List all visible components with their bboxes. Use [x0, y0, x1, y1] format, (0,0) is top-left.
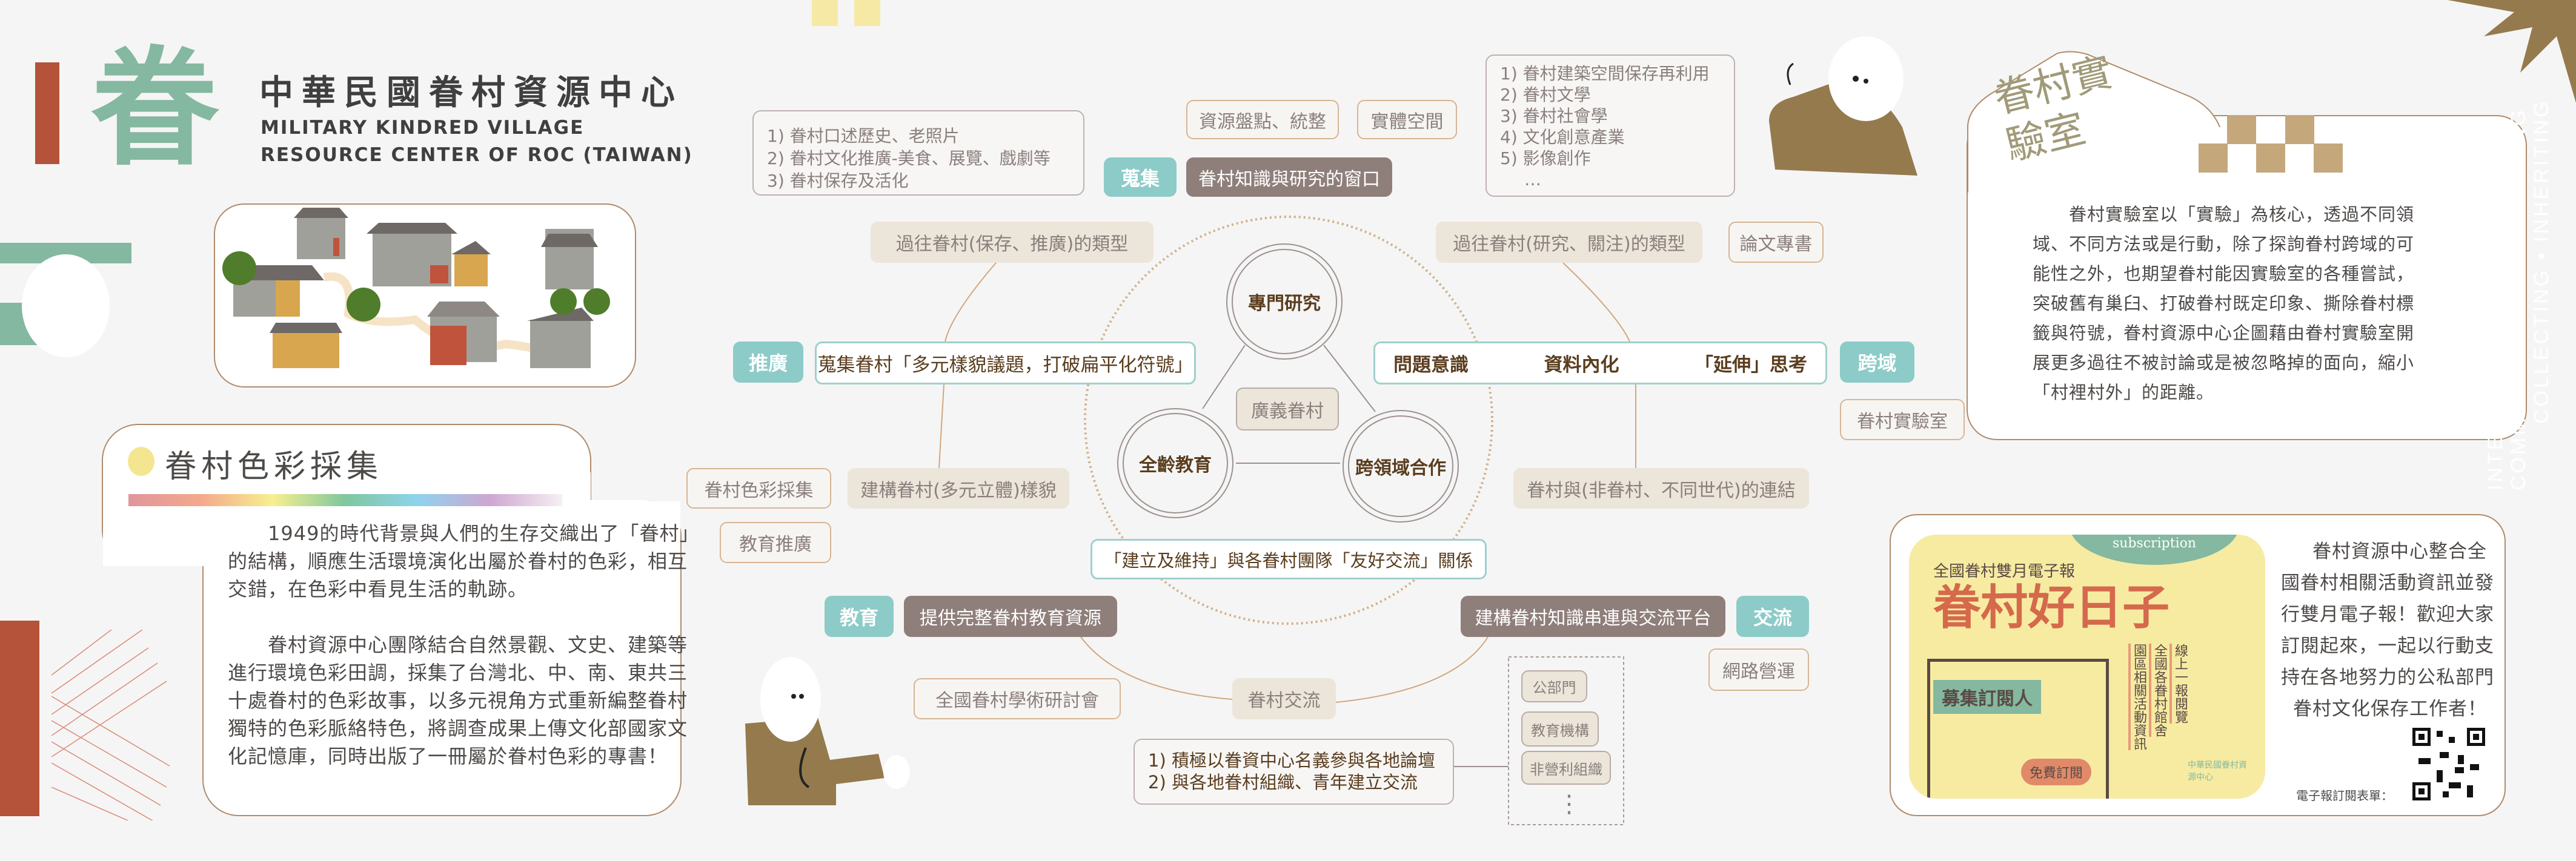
- poster-free-button[interactable]: 免費訂閱: [2021, 759, 2092, 785]
- exchange-desc: 建構眷村知識串連與交流平台: [1461, 596, 1725, 637]
- more-icon: ⋮: [1557, 790, 1581, 818]
- poster-col: 園區相關活動資訊: [2128, 644, 2146, 750]
- rainbow-bar: [128, 494, 562, 506]
- poster-col: 全國各眷村館舍: [2149, 644, 2167, 737]
- yellow-square: [854, 0, 880, 26]
- poster-tag: subscription: [2070, 535, 2239, 565]
- newsletter-text: 眷村資源中心整合全國眷村相關活動資訊並發行雙月電子報！歡迎大家訂閱起來，一起以行…: [2281, 541, 2494, 720]
- collect-desc: 眷村知識與研究的窗口: [1186, 157, 1392, 197]
- diagonal-lines: [51, 630, 170, 820]
- character-illustration: [745, 657, 910, 805]
- promote-tag: 推廣: [733, 341, 803, 383]
- subtitle-en-1: MILITARY KINDRED VILLAGE: [261, 117, 585, 139]
- subtitle-en-2: RESOURCE CENTER OF ROC (TAIWAN): [261, 144, 693, 166]
- house-icon: [427, 302, 500, 365]
- past-research-node: 過往眷村(研究、關注)的類型: [1436, 222, 1702, 263]
- online-node: 網路營運: [1708, 648, 1809, 691]
- house-icon: [294, 208, 348, 259]
- partner-education: 教育機構: [1521, 711, 1599, 747]
- star-shape: [2448, 0, 2576, 103]
- logo: 眷: [91, 35, 219, 183]
- build-look-node: 建構眷村(多元立體)樣貌: [848, 468, 1069, 509]
- poster-col: 線上一報閱覽: [2169, 644, 2188, 724]
- core-research: 專門研究: [1248, 293, 1321, 314]
- lab-house-shape: [1967, 51, 2245, 194]
- connect-node: 眷村與(非眷村、不同世代)的連結: [1513, 468, 1809, 509]
- flow-step: 資料內化: [1544, 354, 1619, 376]
- poster-title: 眷村好日子: [1933, 580, 2170, 635]
- house-icon: [541, 229, 598, 289]
- partner-nonprofit: 非營利組織: [1521, 751, 1611, 785]
- edu-desc: 提供完整眷村教育資源: [904, 596, 1117, 637]
- flow-box: 問題意識 資料內化 「延伸」思考: [1373, 341, 1827, 384]
- symposium-node: 全國眷村學術研討會: [914, 678, 1121, 719]
- checker-pattern: [2199, 115, 2343, 173]
- poster-recruit: 募集訂閱人: [1933, 680, 2041, 714]
- color-section-title: 眷村色彩採集: [165, 449, 383, 485]
- poster-logo: 中華民國眷村資源中心: [2188, 760, 2247, 782]
- collect-tag: 蒐集: [1104, 157, 1177, 197]
- relation-node: 「建立及維持」與各眷村團隊「友好交流」關係: [1090, 539, 1487, 579]
- resource-inventory-node: 資源盤點、統整: [1186, 100, 1339, 139]
- tree-icon: [222, 251, 610, 322]
- qr-label: 電子報訂閱表單：: [2296, 788, 2393, 803]
- village-illustration: [214, 203, 636, 388]
- flow-step: 問題意識: [1393, 354, 1469, 376]
- edu-tag: 教育: [825, 596, 894, 637]
- house-icon: [367, 223, 457, 286]
- newsletter-poster[interactable]: subscription 全國眷村雙月電子報 眷村好日子 募集訂閱人 免費訂閱 …: [1909, 535, 2265, 799]
- promote-desc: 蒐集眷村「多元樣貌議題，打破扁平化符號」: [815, 341, 1196, 384]
- house-icon: [451, 241, 491, 286]
- yellow-dot-icon: [128, 447, 154, 476]
- red-bar: [35, 62, 59, 164]
- cross-tag: 跨域: [1840, 341, 1914, 383]
- house-icon: [527, 308, 594, 368]
- core-education: 全齡教育: [1139, 455, 1212, 476]
- core-cross-domain: 跨領域合作: [1355, 458, 1446, 479]
- broad-village-node: 廣義眷村: [1236, 388, 1339, 431]
- flow-step: 「延伸」思考: [1695, 354, 1807, 376]
- yellow-square: [812, 0, 838, 26]
- poster-subtitle: 全國眷村雙月電子報: [1933, 562, 2076, 581]
- color-collect-node: 眷村色彩採集: [686, 468, 831, 509]
- white-ellipse: [22, 254, 110, 357]
- village-exchange-node: 眷村交流: [1232, 678, 1336, 719]
- exchange-tag: 交流: [1736, 596, 1809, 637]
- thesis-node: 論文專書: [1728, 222, 1824, 263]
- physical-space-node: 實體空間: [1357, 100, 1457, 139]
- partner-public: 公部門: [1521, 670, 1587, 702]
- lab-text: 眷村實驗室以「實驗」為核心，透過不同領域、不同方法或是行動，除了探詢眷村跨域的可…: [2033, 204, 2415, 403]
- red-bar: [0, 621, 39, 816]
- past-preserve-node: 過往眷村(保存、推廣)的類型: [871, 222, 1154, 263]
- house-icon: [270, 323, 342, 368]
- page-title: 中華民國眷村資源中心: [259, 73, 683, 113]
- character-illustration: [1769, 36, 1917, 176]
- qr-code[interactable]: [2412, 728, 2485, 800]
- color-section-text: 1949的時代背景與人們的生存交織出了「眷村」的結構，順應生活環境演化出屬於眷村…: [228, 522, 700, 768]
- lab-node: 眷村實驗室: [1840, 399, 1965, 440]
- edu-promote-node: 教育推廣: [720, 522, 831, 563]
